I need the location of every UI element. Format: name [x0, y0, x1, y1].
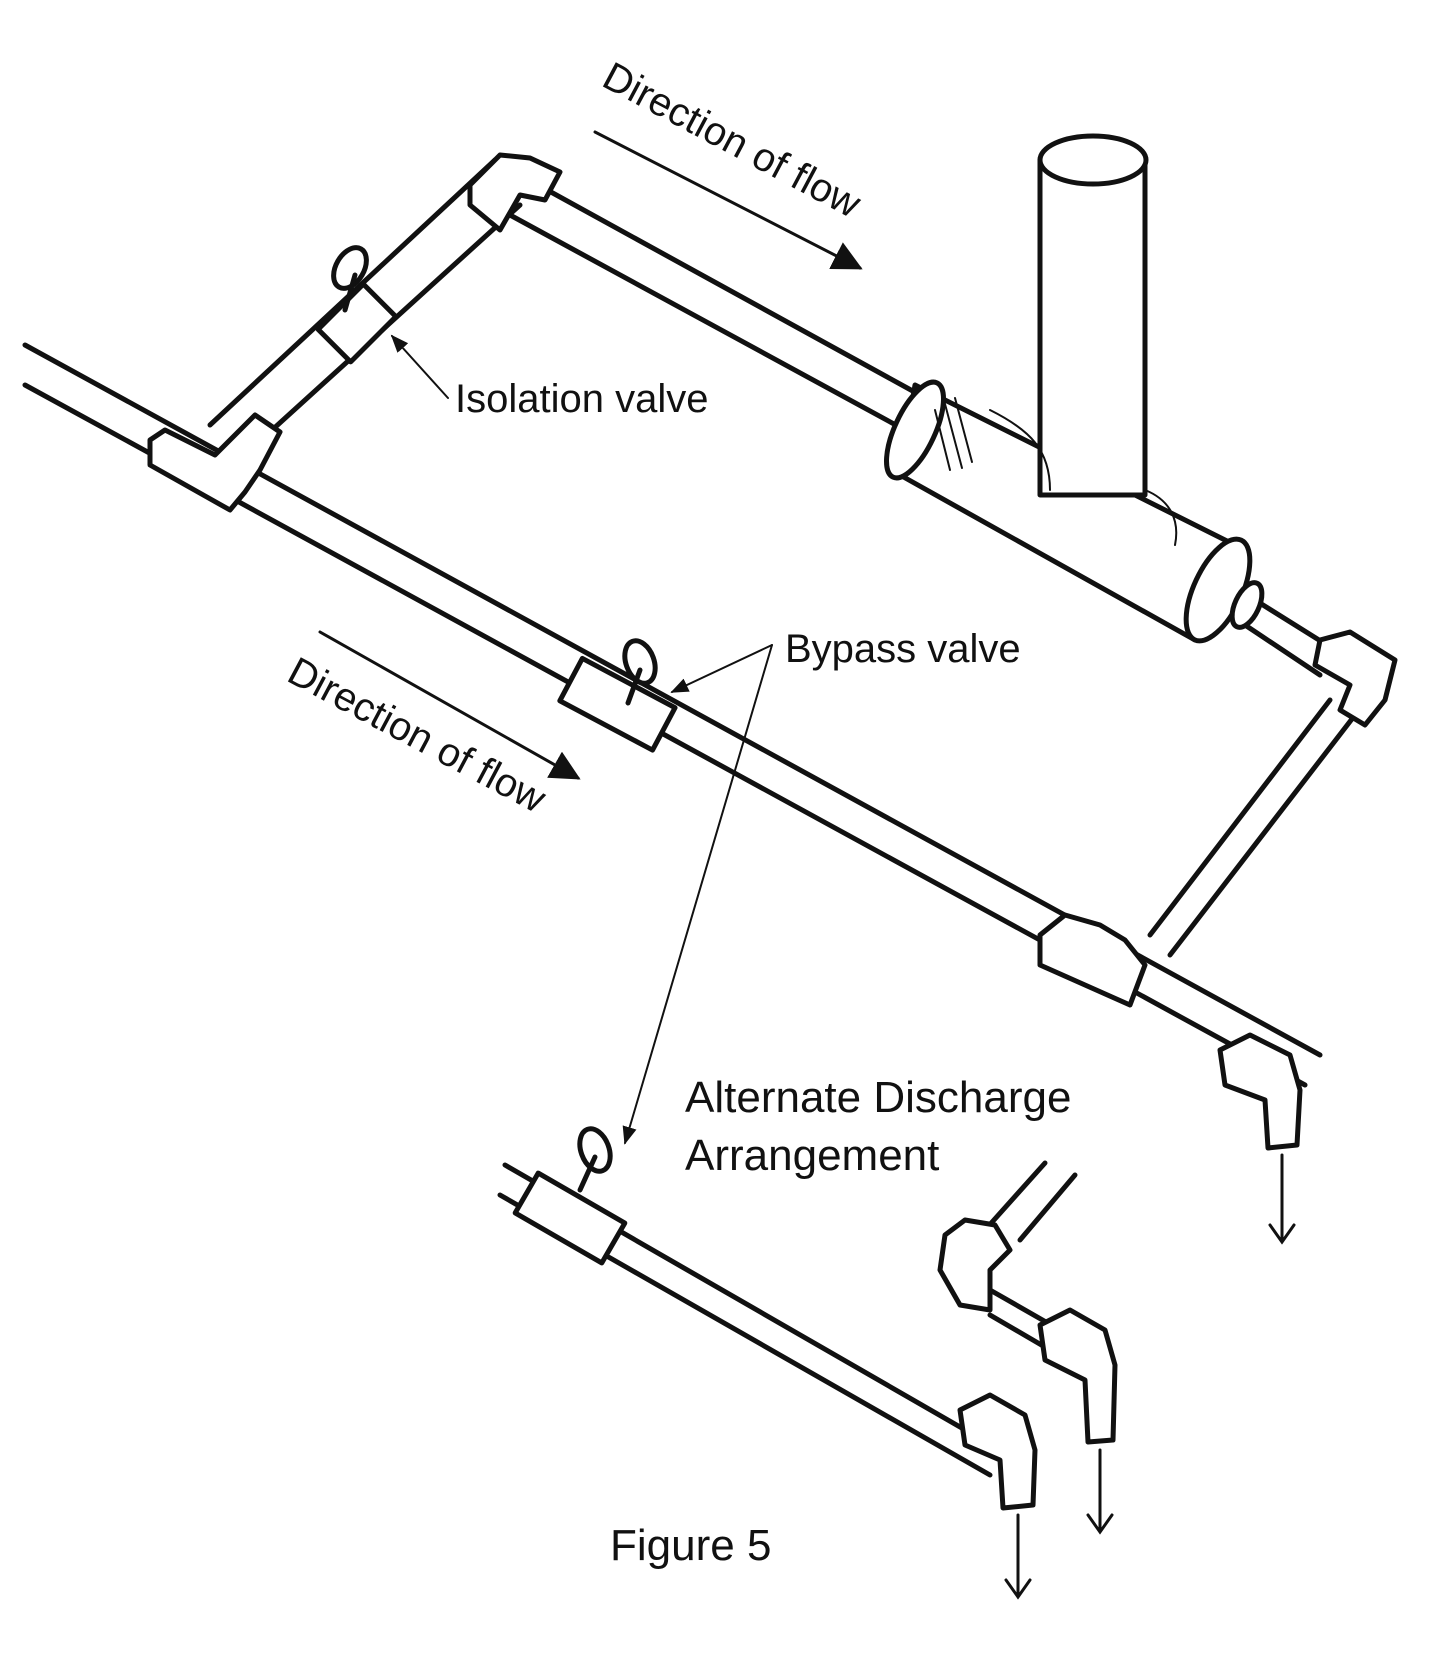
alternate-discharge-label-line2: Arrangement	[685, 1131, 939, 1180]
alternate-bypass-pipe	[497, 1126, 1038, 1511]
alternate-upper-elbow	[937, 1217, 1013, 1313]
flow-arrows	[318, 130, 863, 780]
figure-caption: Figure 5	[610, 1521, 771, 1570]
diagram-labels: Direction of flow Direction of flow Isol…	[281, 54, 1072, 1570]
alternate-lower-elbow	[1037, 1307, 1118, 1445]
bypass-valve-handle	[622, 638, 658, 686]
pipe-fittings	[147, 152, 1398, 1151]
right-tee-fitting	[1037, 912, 1148, 1008]
bypass-valve-leader-upper	[670, 644, 773, 693]
bypass-valve-label: Bypass valve	[785, 627, 1021, 671]
flow-arrow-left	[318, 630, 581, 780]
isolation-valve-body	[315, 281, 399, 365]
filter-housing	[884, 133, 1265, 644]
flow-arrow-top	[593, 130, 863, 270]
bypass-valve-leader-lower	[622, 644, 773, 1145]
isolation-valve-leader	[390, 334, 449, 399]
alternate-bypass-elbow	[957, 1392, 1038, 1511]
bypass-valve-body	[557, 655, 678, 753]
alternate-bypass-valve-body	[512, 1170, 628, 1266]
alternate-discharge-label-line1: Alternate Discharge	[685, 1073, 1071, 1122]
valve-handles	[331, 245, 658, 706]
leader-lines	[390, 334, 773, 1145]
left-tee-fitting	[147, 412, 283, 513]
flow-label-left: Direction of flow	[281, 649, 553, 821]
lower-right-elbow	[1217, 1032, 1303, 1151]
alternate-drain-pipe	[937, 1160, 1118, 1445]
top-left-elbow	[467, 152, 563, 233]
right-elbow	[1312, 629, 1398, 728]
alternate-bypass-valve-handle	[577, 1126, 613, 1174]
discharge-arrows	[1004, 1153, 1296, 1600]
isolation-valve-handle	[331, 245, 369, 291]
isolation-valve-label: Isolation valve	[455, 377, 708, 421]
